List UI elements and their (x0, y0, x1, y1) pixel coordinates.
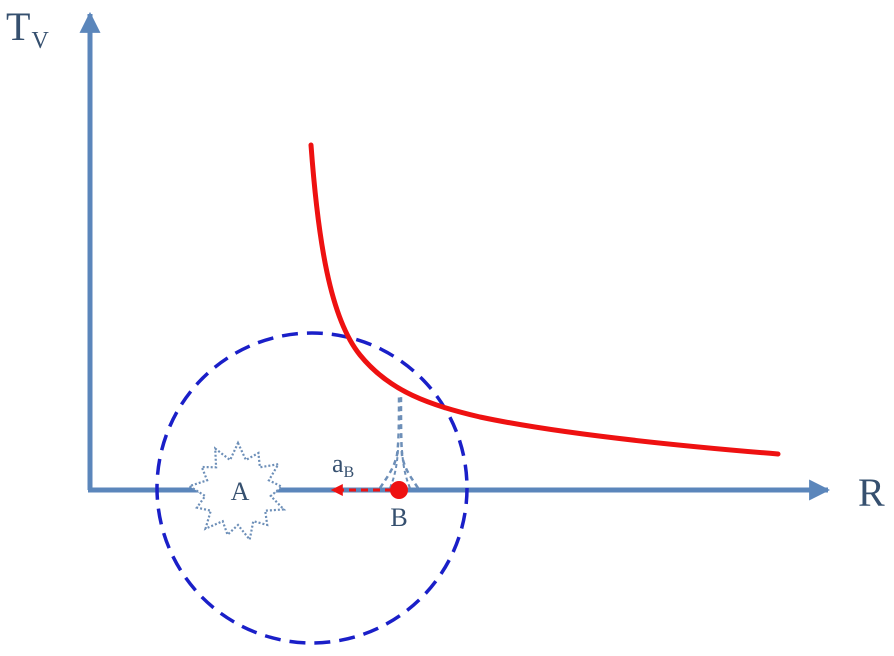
body-a-label: A (231, 477, 250, 506)
y-axis-label-main: T (6, 4, 30, 49)
influence-circle (155, 331, 469, 645)
acceleration-label-subscript: B (344, 464, 355, 481)
point-b (390, 481, 408, 499)
y-axis-label: TV (6, 4, 49, 54)
wave-bump (378, 393, 420, 489)
body-a: A (186, 440, 287, 543)
potential-curve (308, 142, 781, 457)
x-axis-label: R (858, 470, 885, 515)
body-a-starburst (186, 440, 287, 543)
y-axis-label-subscript: V (31, 28, 49, 54)
point-b-label: B (390, 503, 407, 532)
acceleration-label-main: a (332, 449, 344, 478)
acceleration-label: aB (332, 449, 354, 481)
